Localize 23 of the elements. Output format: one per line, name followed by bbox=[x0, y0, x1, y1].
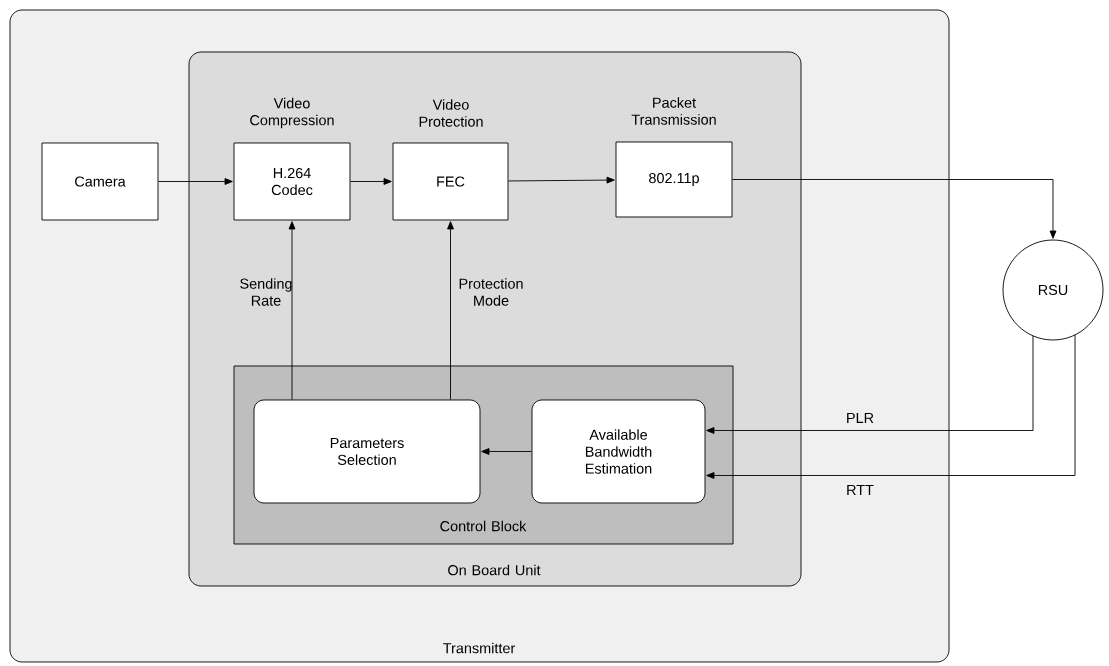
circle-node: RSU bbox=[1002, 239, 1104, 341]
process-box: Camera bbox=[41, 142, 159, 221]
heading: Packet Transmission bbox=[631, 97, 716, 125]
edge-label: PLR bbox=[847, 413, 874, 423]
heading: Video Protection bbox=[419, 99, 483, 127]
process-box: Parameters Selection bbox=[253, 399, 481, 504]
process-box: H.264 Codec bbox=[233, 142, 351, 221]
process-box: 802.11p bbox=[615, 141, 733, 218]
arrow bbox=[508, 176, 615, 184]
process-box: Available Bandwidth Estimation bbox=[531, 399, 706, 504]
arrow bbox=[447, 221, 454, 400]
edge-label: RTT bbox=[847, 485, 874, 495]
process-box: FEC bbox=[392, 142, 509, 221]
edge-label: Protection Mode bbox=[459, 278, 523, 306]
arrow bbox=[288, 221, 296, 400]
arrow bbox=[732, 179, 1057, 239]
arrow bbox=[481, 448, 532, 455]
heading: Video Compression bbox=[250, 97, 334, 129]
arrow bbox=[350, 178, 392, 185]
arrow bbox=[158, 178, 233, 185]
arrow bbox=[706, 335, 1034, 434]
arrow bbox=[706, 334, 1076, 479]
edge-label: Sending Rate bbox=[240, 278, 292, 306]
